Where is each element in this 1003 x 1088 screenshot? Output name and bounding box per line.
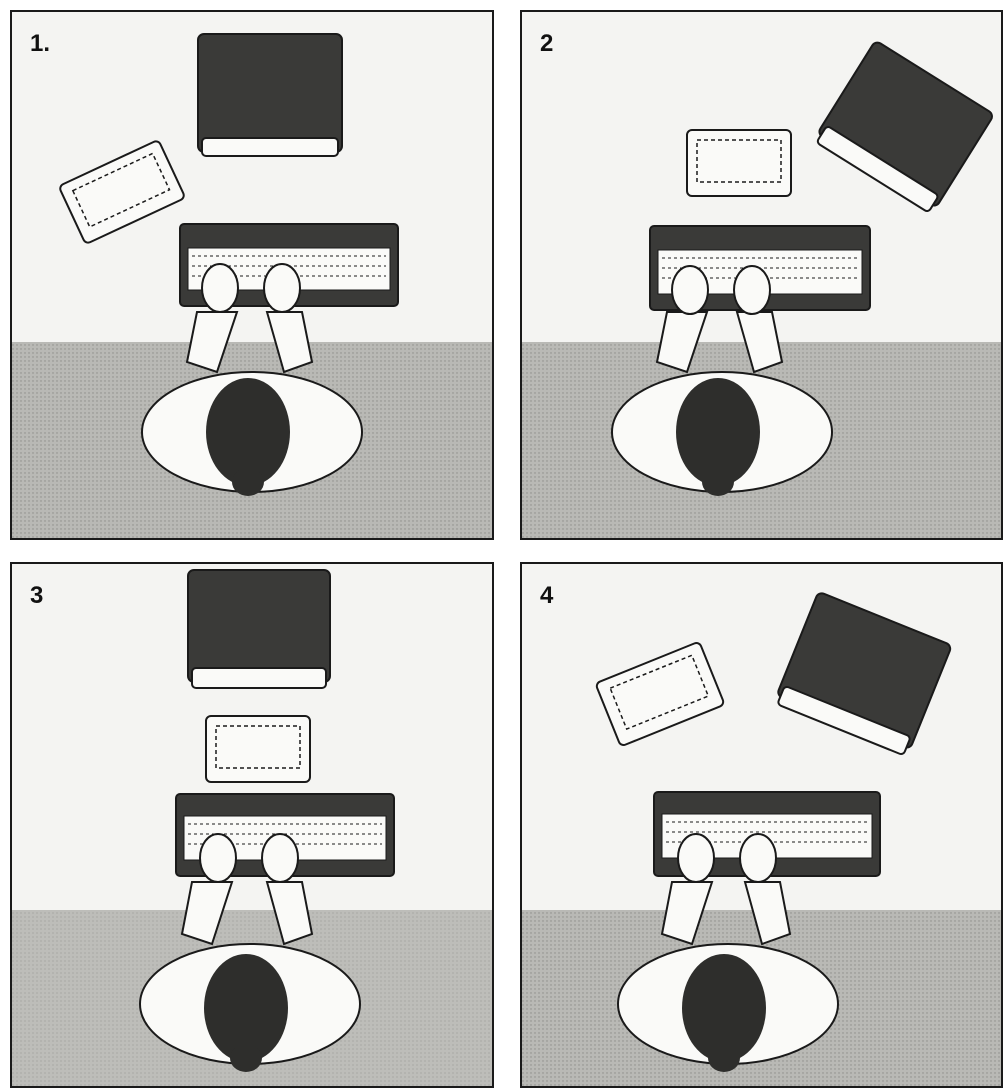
panel-1-illustration — [12, 12, 492, 538]
panel-label: 4 — [540, 582, 553, 610]
panel-1: 1. — [10, 10, 494, 540]
panel-2-illustration — [522, 12, 1001, 538]
document-holder-icon — [595, 641, 724, 746]
monitor-icon — [774, 592, 952, 757]
panel-4-illustration — [522, 564, 1001, 1086]
monitor-icon — [198, 34, 342, 156]
panel-4: 4 — [520, 562, 1003, 1088]
panel-label: 2 — [540, 30, 553, 58]
monitor-icon — [813, 40, 994, 214]
monitor-icon — [188, 570, 330, 688]
panel-2: 2 — [520, 10, 1003, 540]
panel-3: 3 — [10, 562, 494, 1088]
panel-3-illustration — [12, 564, 492, 1086]
document-holder-icon — [206, 716, 310, 782]
panel-label: 1. — [30, 30, 50, 58]
panel-label: 3 — [30, 582, 43, 610]
document-holder-icon — [687, 130, 791, 196]
document-holder-icon — [59, 140, 186, 244]
